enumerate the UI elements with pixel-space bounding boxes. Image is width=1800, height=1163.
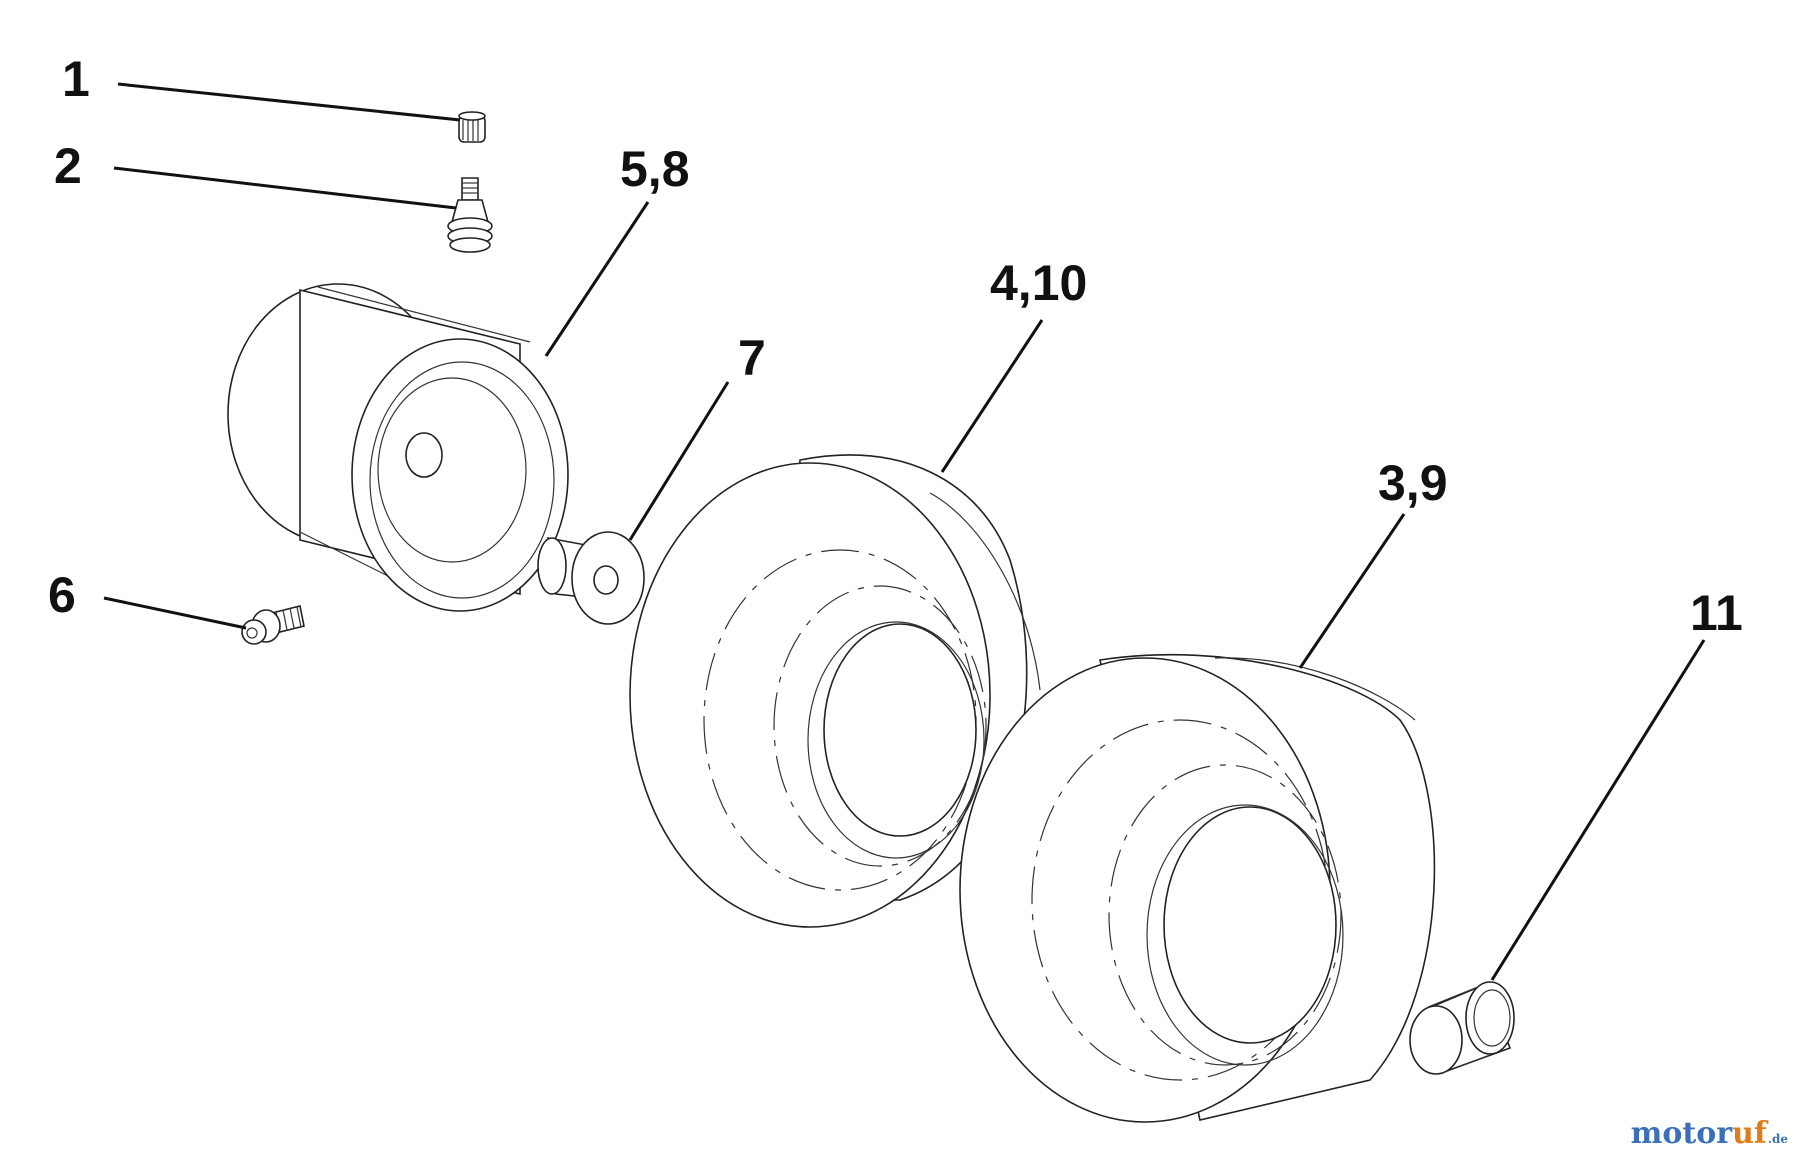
callout-7: 7 (738, 330, 766, 386)
leader-line-2 (113, 166, 457, 210)
watermark-logo: motor uf .de (1631, 1116, 1788, 1151)
callout-6: 6 (48, 567, 76, 623)
leader-line-6 (103, 596, 247, 630)
callout-2: 2 (54, 138, 82, 194)
bolt-fitting (241, 605, 305, 645)
leader-line-1 (117, 82, 461, 122)
valve-stem (447, 177, 493, 253)
flange-bushing (537, 531, 645, 625)
leader-line-11 (1490, 639, 1706, 981)
watermark-accent: uf (1732, 1116, 1767, 1151)
leader-line-5-8 (544, 201, 650, 357)
wheel-rim (227, 283, 569, 612)
callout-11: 11 (1690, 585, 1743, 641)
valve-cap (458, 111, 486, 143)
leader-line-4-10 (940, 319, 1044, 473)
watermark-tld: .de (1767, 1132, 1788, 1146)
hub-cap (1409, 981, 1515, 1075)
callout-1: 1 (62, 51, 90, 107)
callout-4-10: 4,10 (990, 255, 1087, 311)
leader-line-3-9 (1298, 513, 1406, 669)
leader-line-7 (628, 381, 730, 541)
callout-5-8: 5,8 (620, 141, 690, 197)
callout-3-9: 3,9 (1378, 455, 1448, 511)
tire-front (629, 454, 1041, 928)
watermark-main: motor (1630, 1116, 1733, 1151)
tire-rear (959, 653, 1436, 1123)
